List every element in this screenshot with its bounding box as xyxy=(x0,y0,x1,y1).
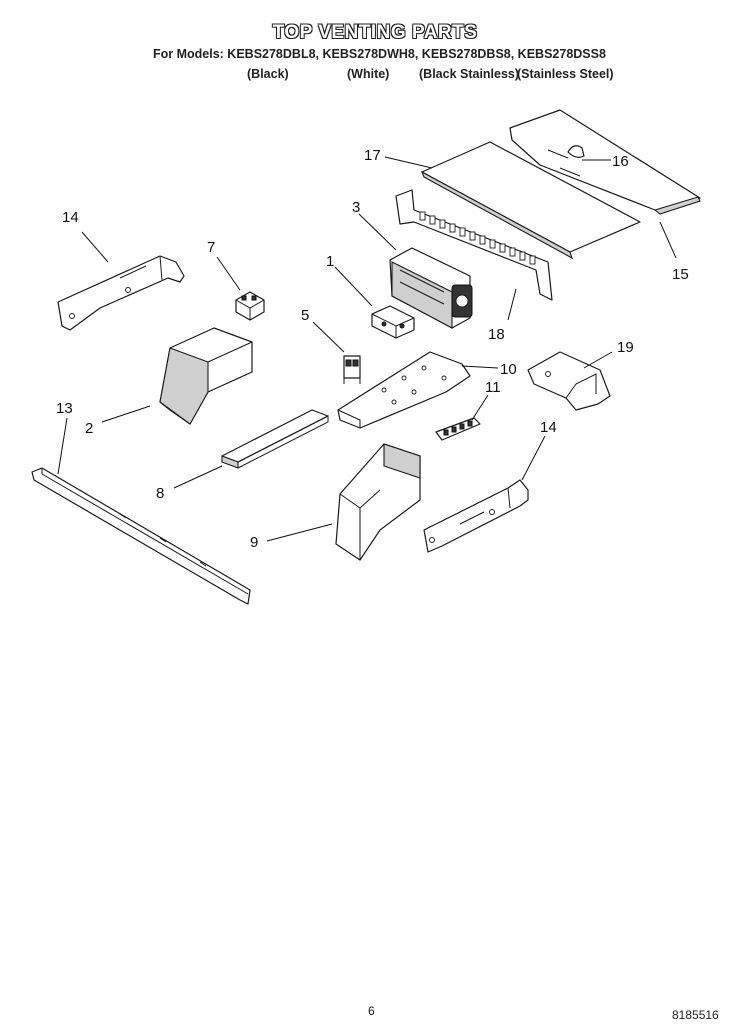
part-11-connector xyxy=(435,417,481,441)
page-number: 6 xyxy=(368,1004,375,1018)
page-title: TOP VENTING PARTS xyxy=(272,22,478,43)
callout-labels: 17 16 15 3 1 14 7 5 18 10 19 11 2 13 8 1… xyxy=(56,147,689,551)
leader-15 xyxy=(507,288,517,321)
callout-9: 9 xyxy=(250,534,258,551)
callout-19: 19 xyxy=(617,339,634,356)
part-17-clip xyxy=(567,145,585,158)
part-18-vent-panel xyxy=(420,141,641,260)
leader-3 xyxy=(358,213,397,251)
callout-18: 17 xyxy=(364,147,381,164)
document-number: 8185516 xyxy=(672,1008,719,1022)
callout-1: 1 xyxy=(326,253,334,270)
part-2-duct xyxy=(159,327,253,425)
part-14-right-bracket xyxy=(423,479,529,553)
callout-2: 2 xyxy=(85,420,93,437)
part-5-thermal-switch xyxy=(343,355,361,384)
variant-white: (White) xyxy=(347,67,390,81)
leader-14-right xyxy=(521,435,546,481)
leader-8 xyxy=(173,465,223,489)
callout-14-right: 14 xyxy=(540,419,557,436)
leader-2 xyxy=(101,405,151,423)
part-9-air-duct xyxy=(335,443,421,561)
callout-15: 18 xyxy=(488,326,505,343)
leader-5 xyxy=(312,321,345,353)
callout-10: 10 xyxy=(500,361,517,378)
leader-19 xyxy=(583,351,613,369)
callout-13: 13 xyxy=(56,400,73,417)
variant-black: (Black) xyxy=(247,67,289,81)
callout-17: 16 xyxy=(612,153,629,170)
part-8-channel xyxy=(221,409,329,469)
leader-11 xyxy=(471,394,489,421)
part-14-left-bracket xyxy=(57,255,185,331)
leader-lines xyxy=(57,156,677,542)
leader-18 xyxy=(384,156,433,169)
callout-7: 7 xyxy=(207,239,215,256)
part-7-switch xyxy=(235,291,265,321)
part-19-bracket xyxy=(527,351,611,411)
part-1-terminal-block xyxy=(371,305,415,339)
callout-16: 15 xyxy=(672,266,689,283)
leader-10 xyxy=(461,365,499,369)
leader-13 xyxy=(57,417,68,475)
callout-5: 5 xyxy=(301,307,309,324)
variant-black-stainless: (Black Stainless) xyxy=(419,67,520,81)
part-13-trim-rail xyxy=(31,467,251,605)
leader-14-left xyxy=(81,231,109,263)
part-16-top-panel xyxy=(509,109,701,215)
callout-3: 3 xyxy=(352,199,360,216)
callout-8: 8 xyxy=(156,485,164,502)
part-15-louver-bracket xyxy=(395,189,553,301)
leader-16 xyxy=(659,221,677,259)
part-10-mounting-plate xyxy=(337,351,471,429)
callout-14-left: 14 xyxy=(62,209,79,226)
part-3-blower-assembly xyxy=(389,247,473,329)
leader-9 xyxy=(266,523,333,542)
callout-11: 11 xyxy=(485,379,501,396)
models-line: For Models: KEBS278DBL8, KEBS278DWH8, KE… xyxy=(153,47,606,61)
leader-1 xyxy=(334,266,373,307)
leader-7 xyxy=(216,256,241,291)
variant-stainless-steel: (Stainless Steel) xyxy=(517,67,614,81)
